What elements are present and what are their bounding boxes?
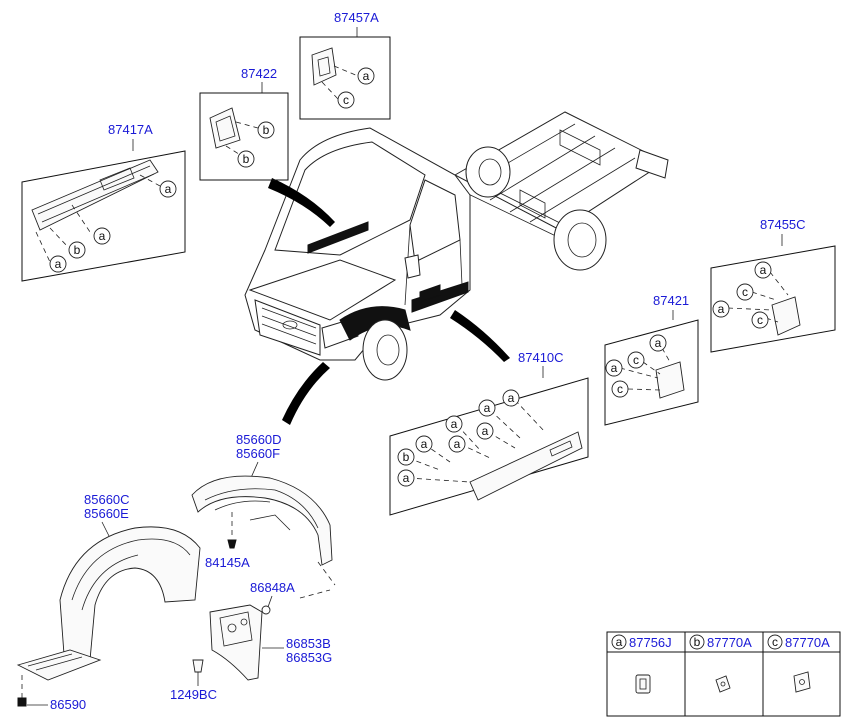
svg-text:a: a <box>99 229 106 243</box>
group-86853B-G: 86853B 86853G <box>209 604 332 681</box>
svg-text:a: a <box>482 424 489 438</box>
callout-87455C: 87455C <box>760 217 806 232</box>
group-87457A: 87457A a c <box>299 10 391 120</box>
svg-text:b: b <box>74 243 81 257</box>
callout-85660C: 85660C <box>84 492 130 507</box>
svg-text:a: a <box>611 361 618 375</box>
legend-item-b: b 87770A <box>689 634 752 693</box>
callout-86590: 86590 <box>50 697 86 712</box>
svg-text:a: a <box>616 635 623 649</box>
group-87422: 87422 b b <box>199 66 289 181</box>
svg-text:87756J: 87756J <box>629 635 672 650</box>
svg-text:87770A: 87770A <box>707 635 752 650</box>
group-85660C-E: 85660C 85660E <box>16 492 201 707</box>
svg-text:a: a <box>454 437 461 451</box>
svg-text:c: c <box>633 353 639 367</box>
svg-text:c: c <box>772 635 778 649</box>
callout-87421: 87421 <box>653 293 689 308</box>
callout-86848A: 86848A <box>250 580 295 595</box>
pointer-arrows <box>268 178 510 425</box>
svg-text:a: a <box>165 182 172 196</box>
svg-text:a: a <box>451 417 458 431</box>
legend-item-a: a 87756J <box>611 634 672 694</box>
group-87410C: 87410C a a a a a a b a <box>389 350 589 516</box>
clip-87770A-c-icon <box>793 671 811 693</box>
svg-text:a: a <box>421 437 428 451</box>
group-1249BC: 1249BC <box>170 659 217 702</box>
callout-85660F: 85660F <box>236 446 280 461</box>
truck-illustration <box>244 111 669 381</box>
clip-87756J-icon <box>635 674 651 694</box>
callout-85660D: 85660D <box>236 432 282 447</box>
parts-legend: a 87756J b 87770A c 87770A <box>606 631 841 717</box>
svg-text:a: a <box>760 263 767 277</box>
callout-87457A: 87457A <box>334 10 379 25</box>
svg-text:c: c <box>617 382 623 396</box>
chassis-frame <box>453 111 669 271</box>
svg-text:a: a <box>508 391 515 405</box>
group-86848A: 86848A <box>250 580 331 615</box>
clip-87770A-icon <box>715 675 731 693</box>
callout-86853B: 86853B <box>286 636 331 651</box>
svg-text:a: a <box>655 336 662 350</box>
svg-text:87770A: 87770A <box>785 635 830 650</box>
group-87421: 87421 a c a c <box>604 293 699 426</box>
callout-86853G: 86853G <box>286 650 332 665</box>
group-87417A: 87417A a a b a <box>21 122 186 282</box>
svg-text:b: b <box>263 123 270 137</box>
svg-text:a: a <box>363 69 370 83</box>
callout-87422: 87422 <box>241 66 277 81</box>
callout-87410C: 87410C <box>518 350 564 365</box>
callout-85660E: 85660E <box>84 506 129 521</box>
svg-text:b: b <box>243 152 250 166</box>
callout-87417A: 87417A <box>108 122 153 137</box>
callout-84145A: 84145A <box>205 555 250 570</box>
svg-text:a: a <box>403 471 410 485</box>
svg-text:c: c <box>742 285 748 299</box>
cab-body <box>244 127 471 381</box>
group-85660D-F: 85660D 85660F <box>191 432 336 586</box>
group-87455C: 87455C a c a c <box>710 217 836 353</box>
svg-text:c: c <box>343 93 349 107</box>
svg-text:a: a <box>55 257 62 271</box>
svg-text:a: a <box>718 302 725 316</box>
svg-text:a: a <box>484 401 491 415</box>
svg-text:b: b <box>403 450 410 464</box>
group-86590: 86590 <box>27 697 86 712</box>
svg-text:b: b <box>694 635 701 649</box>
svg-text:c: c <box>757 313 763 327</box>
legend-item-c: c 87770A <box>767 634 830 693</box>
callout-1249BC: 1249BC <box>170 687 217 702</box>
